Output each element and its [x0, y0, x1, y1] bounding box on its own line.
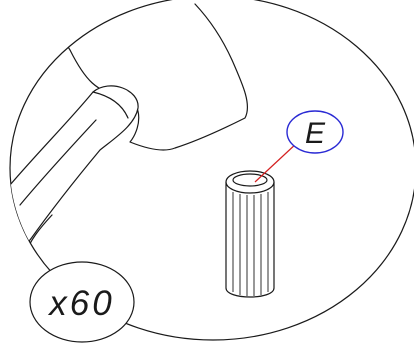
- panel-corner-line: [39, 9, 71, 51]
- furniture-panel-context: [10, 3, 249, 256]
- quantity-badge: x60: [29, 261, 135, 343]
- dowel-body: [225, 181, 275, 298]
- callout-label: E: [305, 117, 326, 150]
- dowel-top-face: [225, 170, 275, 194]
- side-rail-end-edge: [92, 91, 129, 119]
- callout-leader-line: [254, 141, 299, 183]
- quantity-label: x60: [47, 284, 114, 323]
- part-callout-e: E: [286, 110, 344, 154]
- dowel-top-chamfer: [232, 173, 268, 187]
- callout-circle: [286, 110, 344, 154]
- quantity-badge-circle: [29, 261, 135, 343]
- side-rail-piece: [10, 85, 139, 251]
- side-rail-inner-edge: [19, 119, 97, 206]
- wooden-dowel-icon: [225, 170, 275, 298]
- detail-view-ellipse: [9, 0, 414, 341]
